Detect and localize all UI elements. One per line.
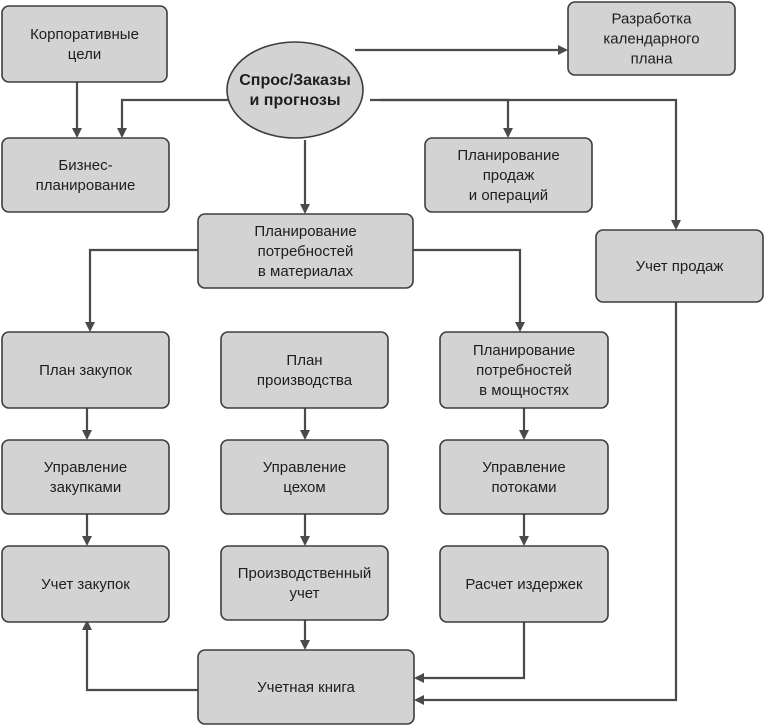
node-corporate-goals-box bbox=[1, 5, 168, 83]
node-business-planning-label-line-2: планирование bbox=[36, 177, 136, 194]
node-shop-management-label-line-2: цехом bbox=[283, 479, 325, 496]
node-cost-calculation-box bbox=[439, 545, 609, 623]
node-production-plan-box bbox=[220, 331, 389, 409]
node-sales-operations-planning-label-line-3: и операций bbox=[469, 187, 548, 204]
node-purchasing-plan-label-line-1: План закупок bbox=[39, 362, 132, 379]
node-production-accounting-label-line-1: Производственный bbox=[238, 565, 372, 582]
edge-ledger-to-purchasing-accounting bbox=[82, 620, 198, 692]
node-business-planning-box bbox=[1, 137, 170, 213]
node-purchasing-accounting: Учет закупок bbox=[1, 545, 170, 623]
node-material-requirements-planning-label-line-3: в материалах bbox=[258, 263, 354, 280]
node-flow-management-box bbox=[439, 439, 609, 515]
edge-demand-to-business-planning bbox=[117, 98, 236, 138]
node-sales-operations-planning-box bbox=[424, 137, 593, 213]
node-production-plan-label-line-1: План bbox=[286, 352, 322, 369]
edge-demand-to-sales-operations-planning bbox=[370, 98, 513, 138]
node-capacity-requirements-planning-label-line-2: потребностей bbox=[476, 362, 572, 379]
connectors bbox=[72, 45, 681, 705]
node-flow-management-label-line-2: потоками bbox=[491, 479, 556, 496]
node-production-plan: План производства bbox=[220, 331, 389, 409]
node-capacity-requirements-planning-box bbox=[439, 331, 609, 409]
node-cost-calculation-label-line-1: Расчет издержек bbox=[465, 576, 583, 593]
node-ledger: Учетная книга bbox=[197, 649, 415, 725]
node-purchasing-management-box bbox=[1, 439, 170, 515]
edge-cost-calculation-to-ledger bbox=[414, 622, 526, 683]
node-shop-management: Управление цехом bbox=[220, 439, 389, 515]
node-demand-orders-forecasts-label-line-1: Спрос/Заказы bbox=[239, 72, 351, 89]
node-calendar-plan-development-label-line-3: плана bbox=[631, 51, 674, 68]
node-flow-management: Управление потоками bbox=[439, 439, 609, 515]
node-demand-orders-forecasts: Спрос/Заказы и прогнозы bbox=[226, 41, 364, 139]
node-calendar-plan-development-box bbox=[567, 1, 736, 76]
node-purchasing-management-label-line-2: закупками bbox=[50, 479, 122, 496]
node-demand-orders-forecasts-shape bbox=[226, 41, 364, 139]
node-corporate-goals-label-line-1: Корпоративные bbox=[30, 26, 139, 43]
node-material-requirements-planning-label-line-2: потребностей bbox=[258, 243, 354, 260]
node-production-accounting-label-line-2: учет bbox=[289, 585, 319, 602]
node-ledger-label-line-1: Учетная книга bbox=[257, 679, 355, 696]
node-sales-operations-planning-label-line-1: Планирование bbox=[457, 147, 559, 164]
node-production-accounting-box bbox=[220, 545, 389, 621]
node-sales-accounting-box bbox=[595, 229, 764, 303]
node-purchasing-management: Управление закупками bbox=[1, 439, 170, 515]
node-cost-calculation: Расчет издержек bbox=[439, 545, 609, 623]
node-business-planning-label-line-1: Бизнес- bbox=[58, 157, 112, 174]
edge-demand-to-sales-accounting bbox=[380, 98, 681, 230]
node-purchasing-accounting-box bbox=[1, 545, 170, 623]
node-capacity-requirements-planning: Планирование потребностей в мощностях bbox=[439, 331, 609, 409]
node-sales-operations-planning: Планирование продаж и операций bbox=[424, 137, 593, 213]
node-capacity-requirements-planning-label-line-1: Планирование bbox=[473, 342, 575, 359]
edge-material-requirements-to-purchasing-plan bbox=[85, 248, 198, 332]
node-flow-management-label-line-1: Управление bbox=[482, 459, 565, 476]
edge-material-requirements-to-capacity-requirements bbox=[413, 248, 525, 332]
node-purchasing-management-label-line-1: Управление bbox=[44, 459, 127, 476]
node-material-requirements-planning: Планирование потребностей в материалах bbox=[197, 213, 414, 289]
node-calendar-plan-development-label-line-2: календарного bbox=[603, 31, 699, 48]
node-shop-management-label-line-1: Управление bbox=[263, 459, 346, 476]
node-purchasing-plan: План закупок bbox=[1, 331, 170, 409]
node-production-accounting: Производственный учет bbox=[220, 545, 389, 621]
node-material-requirements-planning-label-line-1: Планирование bbox=[254, 223, 356, 240]
node-ledger-box bbox=[197, 649, 415, 725]
edge-sales-accounting-to-ledger bbox=[414, 302, 678, 705]
node-capacity-requirements-planning-label-line-3: в мощностях bbox=[479, 382, 569, 399]
node-material-requirements-planning-box bbox=[197, 213, 414, 289]
node-calendar-plan-development-label-line-1: Разработка bbox=[612, 11, 693, 28]
node-calendar-plan-development: Разработка календарного плана bbox=[567, 1, 736, 76]
node-purchasing-plan-box bbox=[1, 331, 170, 409]
node-corporate-goals: Корпоративные цели bbox=[1, 5, 168, 83]
node-sales-accounting-label-line-1: Учет продаж bbox=[636, 258, 724, 275]
node-demand-orders-forecasts-label-line-2: и прогнозы bbox=[250, 92, 341, 109]
node-corporate-goals-label-line-2: цели bbox=[68, 46, 101, 63]
node-shop-management-box bbox=[220, 439, 389, 515]
node-business-planning: Бизнес-планирование bbox=[1, 137, 170, 213]
node-sales-operations-planning-label-line-2: продаж bbox=[483, 167, 535, 184]
node-production-plan-label-line-2: производства bbox=[257, 372, 353, 389]
node-sales-accounting: Учет продаж bbox=[595, 229, 764, 303]
node-purchasing-accounting-label-line-1: Учет закупок bbox=[41, 576, 130, 593]
